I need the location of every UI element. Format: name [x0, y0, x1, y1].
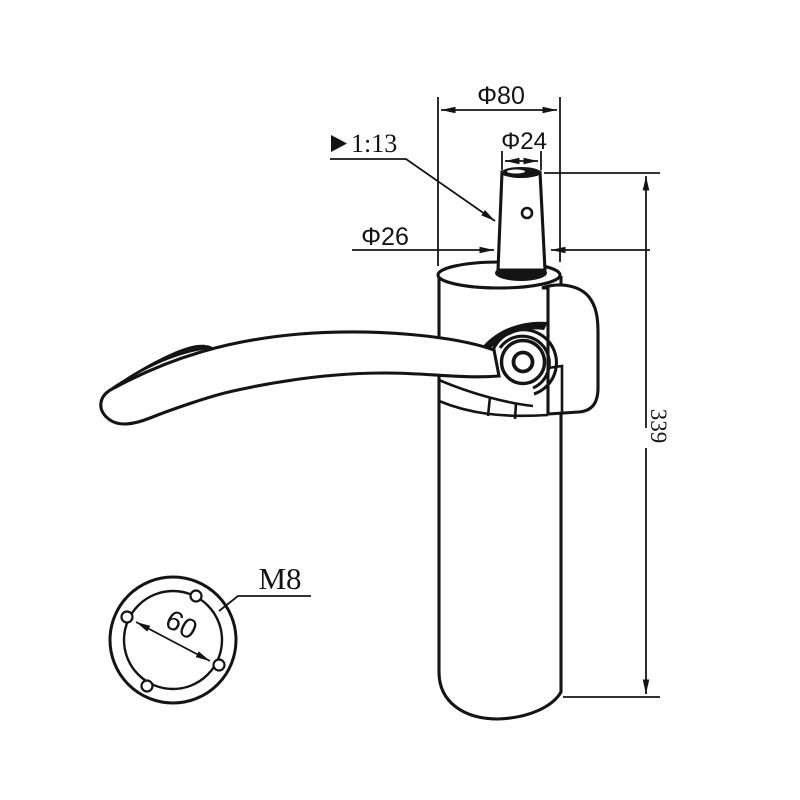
pivot-bracket — [541, 283, 600, 416]
pivot-bolt — [511, 350, 535, 374]
bolt-hole — [189, 589, 203, 603]
dim-phi24 — [501, 151, 542, 170]
dim-phi80-label: Φ80 — [477, 82, 525, 110]
lever-handle — [99, 330, 501, 426]
lever-curl-inner — [498, 334, 551, 390]
dim-height-label: 339 — [646, 409, 671, 444]
taper-leader — [330, 158, 496, 222]
bolt-hole — [140, 679, 154, 693]
dimension-annotations: Φ80 Φ24 1:13 Φ26 339 — [330, 82, 671, 698]
dim-phi24-label: Φ24 — [501, 128, 547, 155]
bolt-hole — [212, 658, 226, 672]
part-views — [99, 167, 600, 721]
bolt-circle-view: 60 M8 — [108, 561, 311, 705]
taper-label: 1:13 — [351, 129, 397, 158]
collar-clamp-bands — [438, 378, 549, 420]
taper-symbol-icon — [331, 135, 347, 152]
dim-phi26-label: Φ26 — [361, 223, 409, 251]
rod-top-highlight — [507, 169, 525, 174]
rod-pin-hole — [520, 206, 534, 220]
base-outer-circle — [108, 575, 238, 705]
dim-phi80 — [437, 97, 561, 266]
dim-bolt-spacing — [135, 621, 211, 662]
lever-grip-pad — [112, 344, 214, 389]
dim-height-339 — [544, 172, 660, 698]
thread-leader — [218, 595, 311, 612]
cylinder-body — [437, 276, 563, 721]
bracket-foot — [547, 364, 564, 413]
bolt-pitch-circle — [122, 589, 224, 691]
bolt-hole — [120, 610, 134, 624]
tapered-rod — [496, 170, 547, 272]
lever-curl-shadow — [483, 321, 548, 349]
thread-label: M8 — [258, 561, 301, 596]
